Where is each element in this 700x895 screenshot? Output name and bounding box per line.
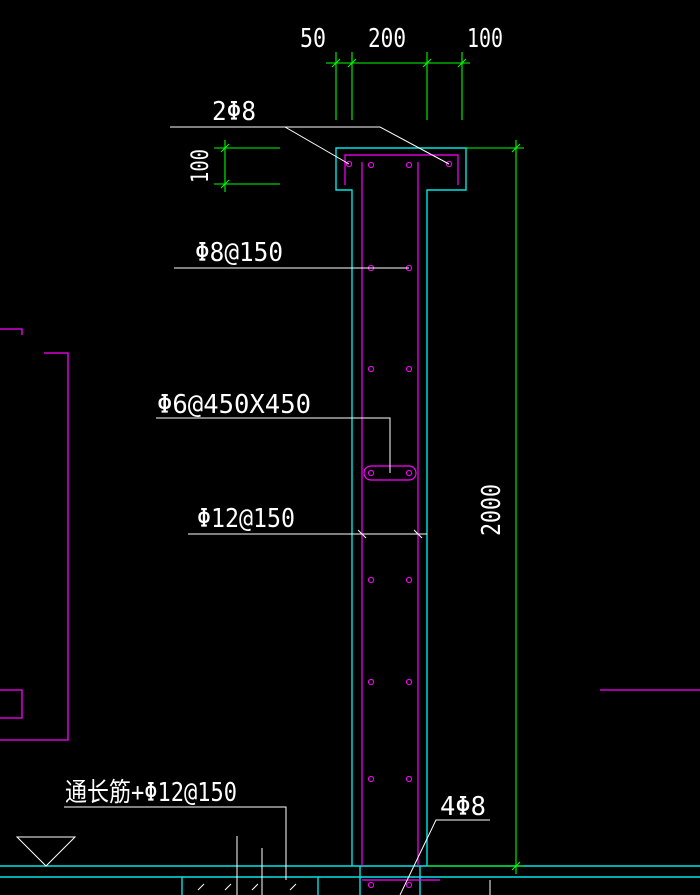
wall-concrete-outline [0, 147, 700, 895]
wall-rebar [344, 154, 459, 881]
dim-top-left: 50 [300, 24, 326, 54]
label-base-corner-bars: 4Φ8 [440, 792, 486, 822]
label-cap-bars: 2Φ8 [212, 97, 256, 127]
dim-top-right: 100 [467, 24, 503, 54]
dimension-lines [214, 52, 524, 874]
dim-top-middle: 200 [368, 24, 406, 54]
dim-cap-height: 100 [186, 149, 214, 183]
dim-wall-height: 2000 [477, 484, 507, 536]
label-distribution-bars: Φ8@150 [195, 238, 283, 268]
leader-lines [64, 126, 490, 895]
base-fragments [15, 836, 491, 895]
left-structure-fragments [0, 328, 700, 741]
rebar-dots [345, 160, 453, 889]
label-tie-bars: Φ6@450X450 [157, 390, 311, 420]
label-base-bars: 通长筋+Φ12@150 [65, 778, 237, 808]
label-vertical-bars: Φ12@150 [197, 504, 295, 534]
